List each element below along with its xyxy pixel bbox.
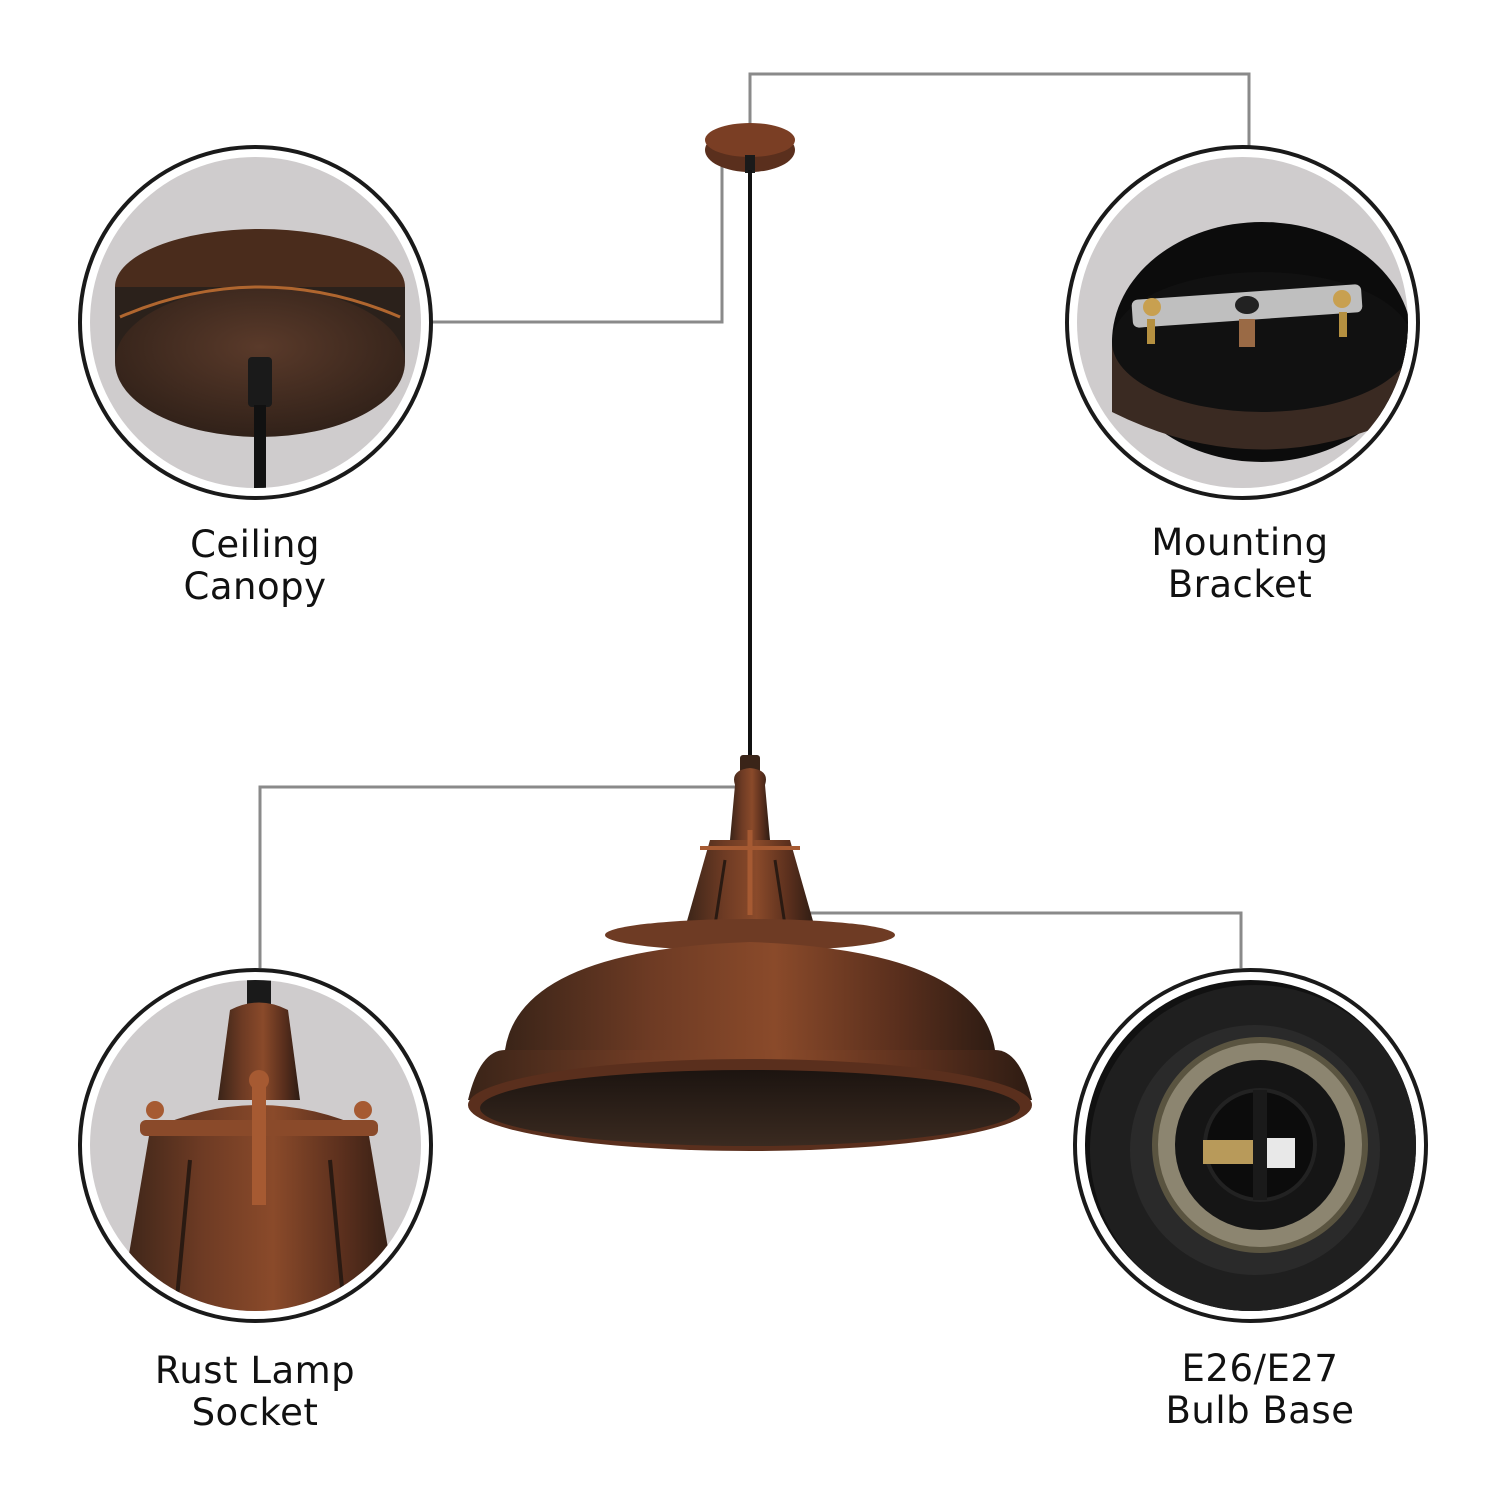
- connector-lines: [258, 72, 1251, 968]
- label-line: Canopy: [183, 565, 327, 608]
- label-line: Ceiling: [190, 523, 320, 566]
- label-line: E26/E27: [1181, 1347, 1339, 1390]
- mounting-bracket-detail-circle: [1065, 145, 1420, 500]
- callout-label-ceiling-canopy: Ceiling Canopy: [120, 524, 390, 608]
- label-line: Mounting: [1151, 521, 1329, 564]
- label-line: Bulb Base: [1165, 1389, 1355, 1432]
- top-canopy: [705, 123, 795, 173]
- bulb-base-image: [1090, 985, 1416, 1311]
- bulb-base-detail-circle: [1073, 968, 1428, 1323]
- mounting-bracket-image: [1112, 222, 1408, 462]
- rust-lamp-socket-image: [119, 980, 399, 1311]
- rust-lamp-socket-detail-circle: [78, 968, 433, 1323]
- label-line: Bracket: [1167, 563, 1313, 606]
- callout-label-mounting-bracket: Mounting Bracket: [1100, 522, 1380, 606]
- callout-label-bulb-base: E26/E27 Bulb Base: [1110, 1348, 1410, 1432]
- ceiling-canopy-detail-circle: [78, 145, 433, 500]
- label-line: Rust Lamp: [154, 1349, 356, 1392]
- label-line: Socket: [191, 1391, 319, 1434]
- ceiling-canopy-image: [115, 229, 405, 488]
- callout-label-rust-lamp-socket: Rust Lamp Socket: [110, 1350, 400, 1434]
- pendant-shade: [468, 755, 1032, 1151]
